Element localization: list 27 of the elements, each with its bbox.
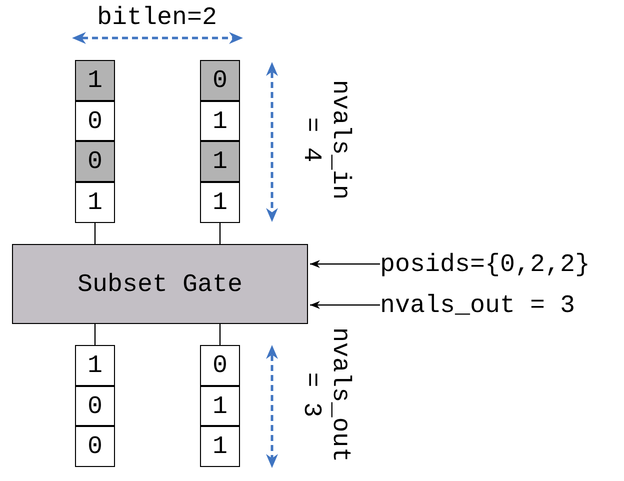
process-box	[12, 244, 308, 324]
connector-line	[94, 324, 96, 345]
dimension-label: bitlen=2	[96, 4, 218, 32]
bit-cell: 0	[75, 386, 115, 426]
bit-cell: 0	[200, 60, 240, 101]
bit-cell: 1	[200, 100, 240, 142]
bit-cell: 1	[200, 141, 240, 182]
bit-cell: 0	[75, 100, 115, 142]
bit-cell: 1	[75, 60, 115, 101]
connector-line	[94, 222, 96, 244]
bit-cell: 1	[200, 386, 240, 426]
connector-line	[219, 324, 221, 345]
connector-line	[219, 222, 221, 244]
bit-cell: 0	[75, 426, 115, 468]
bit-cell: 0	[200, 345, 240, 386]
input-text: nvals_out = 3	[380, 290, 576, 320]
arrow	[310, 301, 380, 309]
bit-cell: 1	[75, 182, 115, 223]
bit-cell: 0	[75, 141, 115, 182]
dimension-label: nvals_in = 4	[296, 78, 354, 202]
bit-cell: 1	[75, 345, 115, 386]
gate-label: Subset Gate	[77, 270, 243, 298]
bit-cell: 1	[200, 182, 240, 223]
arrow	[310, 260, 380, 268]
bit-cell: 1	[200, 426, 240, 468]
input-text: posids={0,2,2}	[380, 250, 590, 278]
dimension-label: nvals_out = 3	[296, 326, 354, 465]
